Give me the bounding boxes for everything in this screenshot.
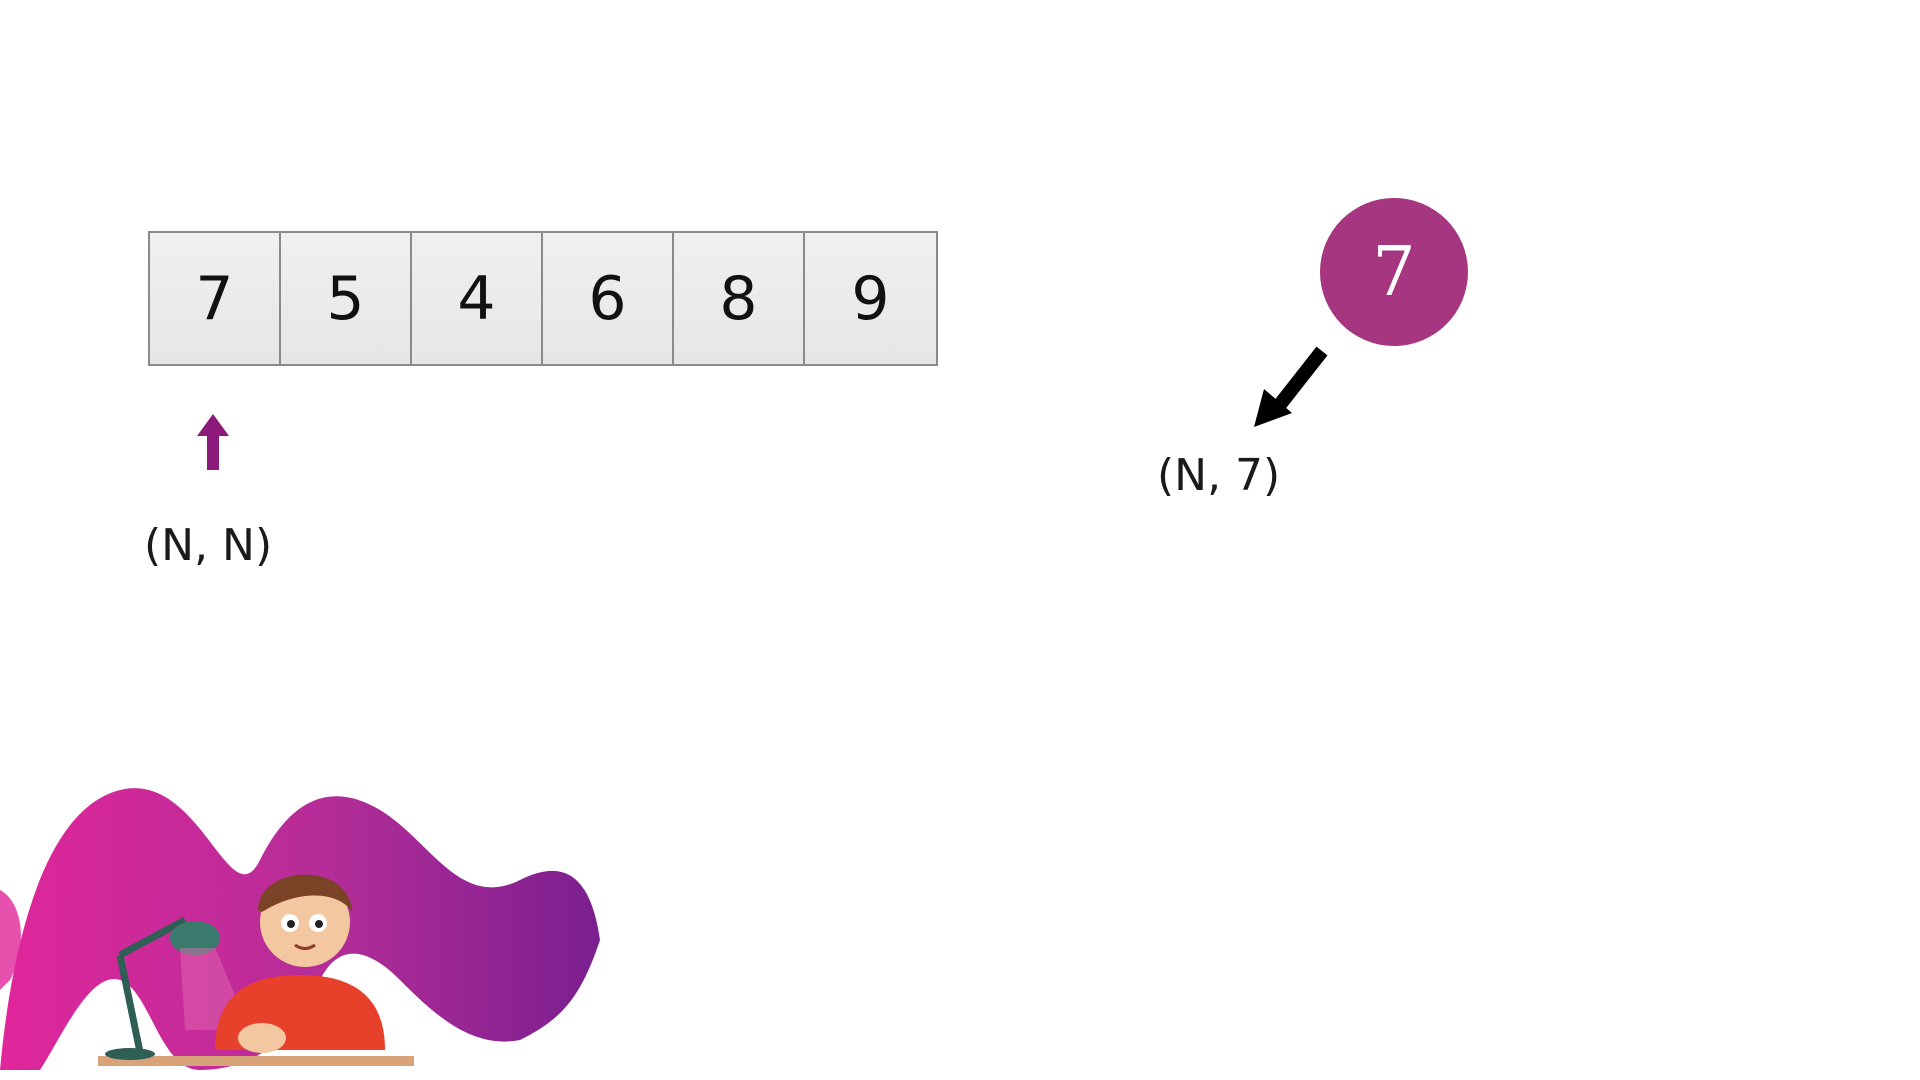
array: 7 5 4 6 8 9 xyxy=(148,231,938,366)
array-cell: 7 xyxy=(150,233,281,364)
mascot-illustration xyxy=(0,788,600,1070)
child-label: (N, 7) xyxy=(1157,450,1281,501)
tree-node-value: 7 xyxy=(1372,232,1416,312)
array-cell: 9 xyxy=(805,233,936,364)
array-cell: 4 xyxy=(412,233,543,364)
edge-arrow-icon xyxy=(1254,346,1328,427)
pointer-label: (N, N) xyxy=(144,520,273,571)
array-cell: 5 xyxy=(281,233,412,364)
array-cell: 6 xyxy=(543,233,674,364)
pointer-arrow-icon xyxy=(197,414,229,470)
tree-node: 7 xyxy=(1320,198,1468,346)
array-cell: 8 xyxy=(674,233,805,364)
